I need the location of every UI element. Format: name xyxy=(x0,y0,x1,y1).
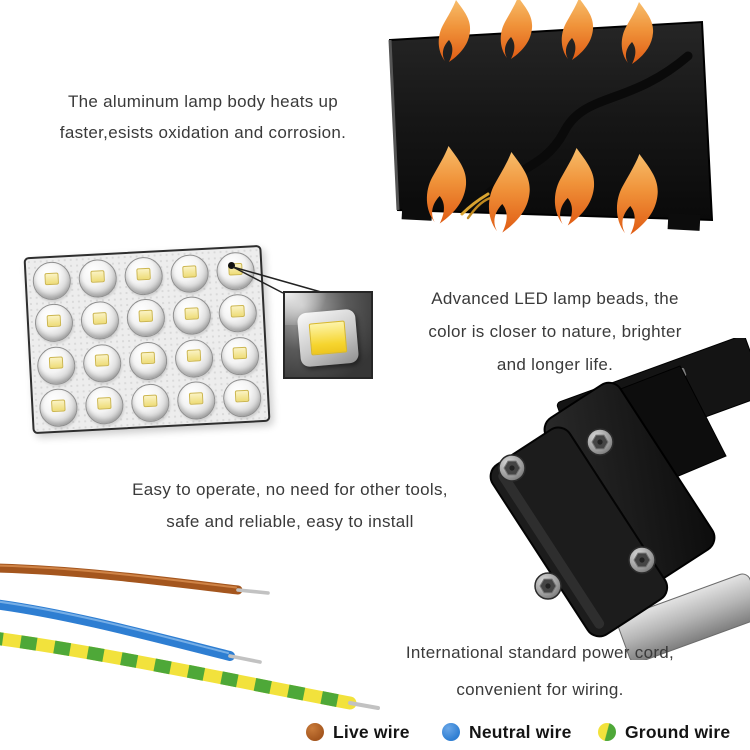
legend-item-neutral-wire: Neutral wire xyxy=(442,720,572,744)
live-wire-dot xyxy=(306,723,324,741)
neutral-wire-highlight xyxy=(0,600,229,654)
wire-stripped-tip xyxy=(348,701,380,710)
led-lens xyxy=(31,261,72,301)
neutral-wire-label: Neutral wire xyxy=(469,721,572,742)
led-lens xyxy=(123,256,164,297)
led-text-line3: and longer life. xyxy=(496,355,614,374)
lamp-mount-tab xyxy=(401,203,433,221)
bracket-front-plate xyxy=(489,426,669,638)
led-lens xyxy=(82,343,123,383)
led-lens xyxy=(130,382,171,423)
led-lens xyxy=(125,298,166,339)
led-text-line1: Advanced LED lamp beads, the xyxy=(431,289,679,308)
led-lens xyxy=(128,340,169,381)
led-lens xyxy=(79,300,120,341)
led-lens xyxy=(222,378,263,418)
led-lens xyxy=(220,335,260,376)
led-section-text: Advanced LED lamp beads, the color is cl… xyxy=(396,282,714,381)
live-wire-label: Live wire xyxy=(333,721,410,742)
neutral-wire xyxy=(0,599,235,661)
pole-adapter xyxy=(617,573,750,660)
led-lens xyxy=(34,303,74,344)
ground-wire xyxy=(0,632,357,710)
hex-bolt-icon xyxy=(498,454,526,482)
live-wire xyxy=(0,563,243,595)
led-text-line2: color is closer to nature, brighter xyxy=(428,322,682,341)
led-lens xyxy=(36,345,77,386)
led-lens xyxy=(84,385,125,426)
cord-text-line2: convenient for wiring. xyxy=(456,680,624,699)
led-lens xyxy=(174,338,215,379)
lamp-mount-tab xyxy=(667,213,701,231)
cable-wire-end xyxy=(466,196,492,220)
heat-text-line2: faster,esists oxidation and corrosion. xyxy=(59,123,347,142)
led-chip xyxy=(308,320,348,356)
wires-image xyxy=(0,563,380,710)
led-lens xyxy=(38,387,79,428)
led-lens xyxy=(171,296,212,336)
callout-dot xyxy=(228,262,235,269)
cable-wire-end xyxy=(460,192,490,216)
ground-wire-dot xyxy=(598,723,616,741)
ground-wire-label: Ground wire xyxy=(625,721,731,742)
heat-text-line1: The aluminum lamp body heats up xyxy=(67,92,339,111)
led-chip-housing xyxy=(296,308,360,368)
heat-section-text: The aluminum lamp body heats up faster,e… xyxy=(38,86,368,148)
hex-bolt-icon xyxy=(586,428,614,456)
install-section-text: Easy to operate, no need for other tools… xyxy=(104,474,476,538)
cord-section-text: International standard power cord, conve… xyxy=(372,634,708,708)
live-wire-highlight xyxy=(0,564,237,589)
led-lens xyxy=(77,258,118,299)
callout-leader-lines xyxy=(232,266,322,294)
hex-bolt-icon xyxy=(534,572,562,600)
mounting-bracket-image xyxy=(489,338,750,660)
led-lens xyxy=(176,380,217,421)
lamp-body-image xyxy=(388,0,714,235)
hex-bolt-icon xyxy=(628,546,656,574)
neutral-wire-dot xyxy=(442,723,460,741)
wire-stripped-tip xyxy=(236,588,270,595)
led-chip-zoom-inset xyxy=(283,291,373,379)
led-lens xyxy=(169,253,210,294)
legend-item-ground-wire: Ground wire xyxy=(598,720,730,744)
legend-item-live-wire: Live wire xyxy=(306,720,410,744)
lamp-edge-highlight xyxy=(388,39,400,211)
wire-stripped-tip xyxy=(228,654,262,664)
install-text-line2: safe and reliable, easy to install xyxy=(166,512,414,531)
install-text-line1: Easy to operate, no need for other tools… xyxy=(132,480,448,499)
cord-text-line1: International standard power cord, xyxy=(405,643,675,662)
